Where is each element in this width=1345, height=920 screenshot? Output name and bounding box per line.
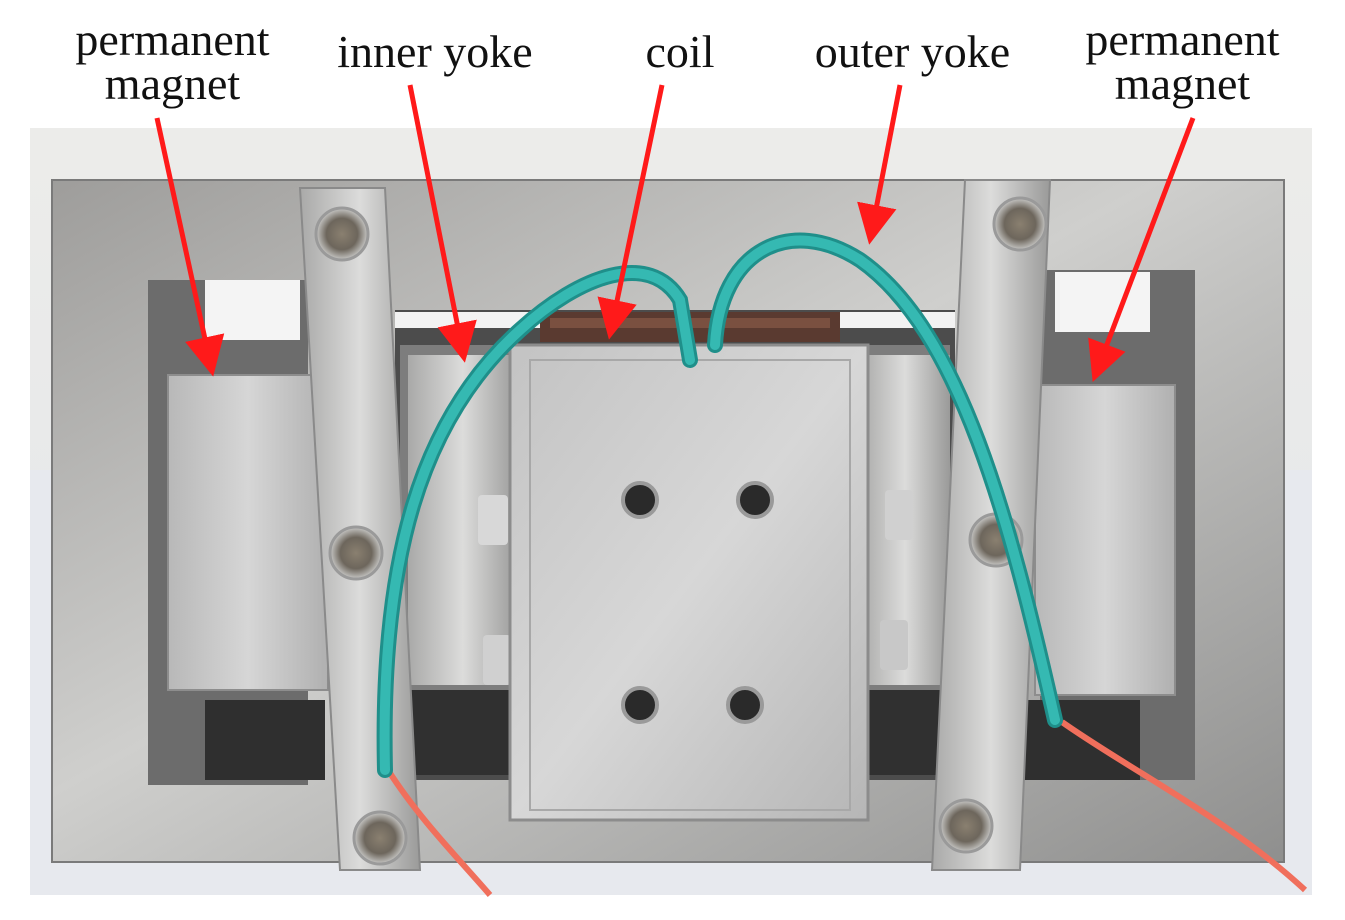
permanent-magnet-right-shape: [1034, 384, 1176, 696]
label-line: magnet: [1114, 58, 1251, 109]
label-permanent-magnet-left: permanent magnet: [60, 14, 285, 109]
label-inner-yoke: inner yoke: [325, 26, 545, 77]
label-line: magnet: [104, 58, 241, 109]
label-line: outer yoke: [814, 26, 1011, 77]
label-line: inner yoke: [337, 26, 533, 77]
label-line: permanent: [1085, 14, 1280, 65]
label-coil: coil: [630, 26, 730, 77]
permanent-magnet-left-shape: [167, 374, 329, 691]
insulated-wire-right: [710, 235, 1060, 725]
screws: [314, 196, 1048, 866]
label-permanent-magnet-right: permanent magnet: [1070, 14, 1295, 109]
copper-lead-right: [1060, 719, 1308, 893]
copper-lead-left: [385, 768, 493, 897]
coil-housing: [508, 343, 870, 822]
label-line: coil: [645, 26, 715, 77]
label-line: permanent: [75, 14, 270, 65]
label-outer-yoke: outer yoke: [800, 26, 1025, 77]
